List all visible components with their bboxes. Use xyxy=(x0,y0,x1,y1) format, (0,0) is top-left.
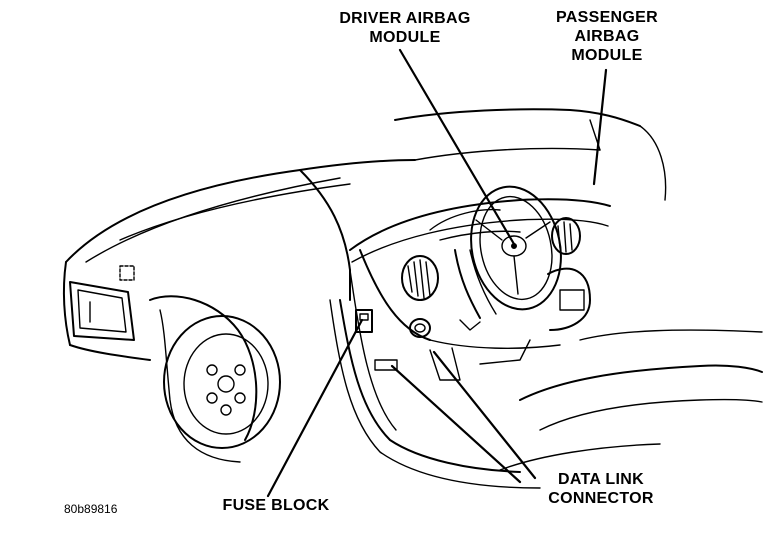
door-opening xyxy=(329,269,541,489)
passenger-airbag-line1: PASSENGER xyxy=(556,9,658,26)
fuse-block-leader xyxy=(266,318,364,498)
passenger-airbag-label: PASSENGER AIRBAG MODULE xyxy=(538,8,676,65)
passenger-airbag-leader xyxy=(592,68,608,186)
leader-lines xyxy=(266,48,608,498)
passenger-airbag-line3: MODULE xyxy=(571,47,643,64)
driver-airbag-label: DRIVER AIRBAG MODULE xyxy=(316,9,494,47)
data-link-line2: CONNECTOR xyxy=(548,490,654,507)
driver-airbag-line1: DRIVER AIRBAG xyxy=(339,10,471,27)
dashboard xyxy=(349,198,611,381)
fuse-block-line1: FUSE BLOCK xyxy=(222,497,330,514)
seat xyxy=(499,329,763,471)
data-link-leader-2 xyxy=(432,350,537,480)
data-link-line1: DATA LINK xyxy=(558,471,644,488)
fuse-block-panel xyxy=(355,309,373,333)
figure-id: 80b89816 xyxy=(64,502,118,516)
driver-airbag-leader xyxy=(398,48,516,246)
fuse-block-label: FUSE BLOCK xyxy=(208,496,344,515)
driver-airbag-line2: MODULE xyxy=(369,29,441,46)
steering-wheel xyxy=(470,185,562,311)
left-air-vent xyxy=(401,255,439,301)
right-air-vent xyxy=(551,217,581,255)
data-link-connector-label: DATA LINK CONNECTOR xyxy=(532,470,670,508)
data-link-leader-1 xyxy=(390,364,522,484)
car-body xyxy=(62,108,667,361)
passenger-airbag-line2: AIRBAG xyxy=(574,28,640,45)
front-wheel xyxy=(149,295,281,463)
headlight xyxy=(69,265,135,341)
